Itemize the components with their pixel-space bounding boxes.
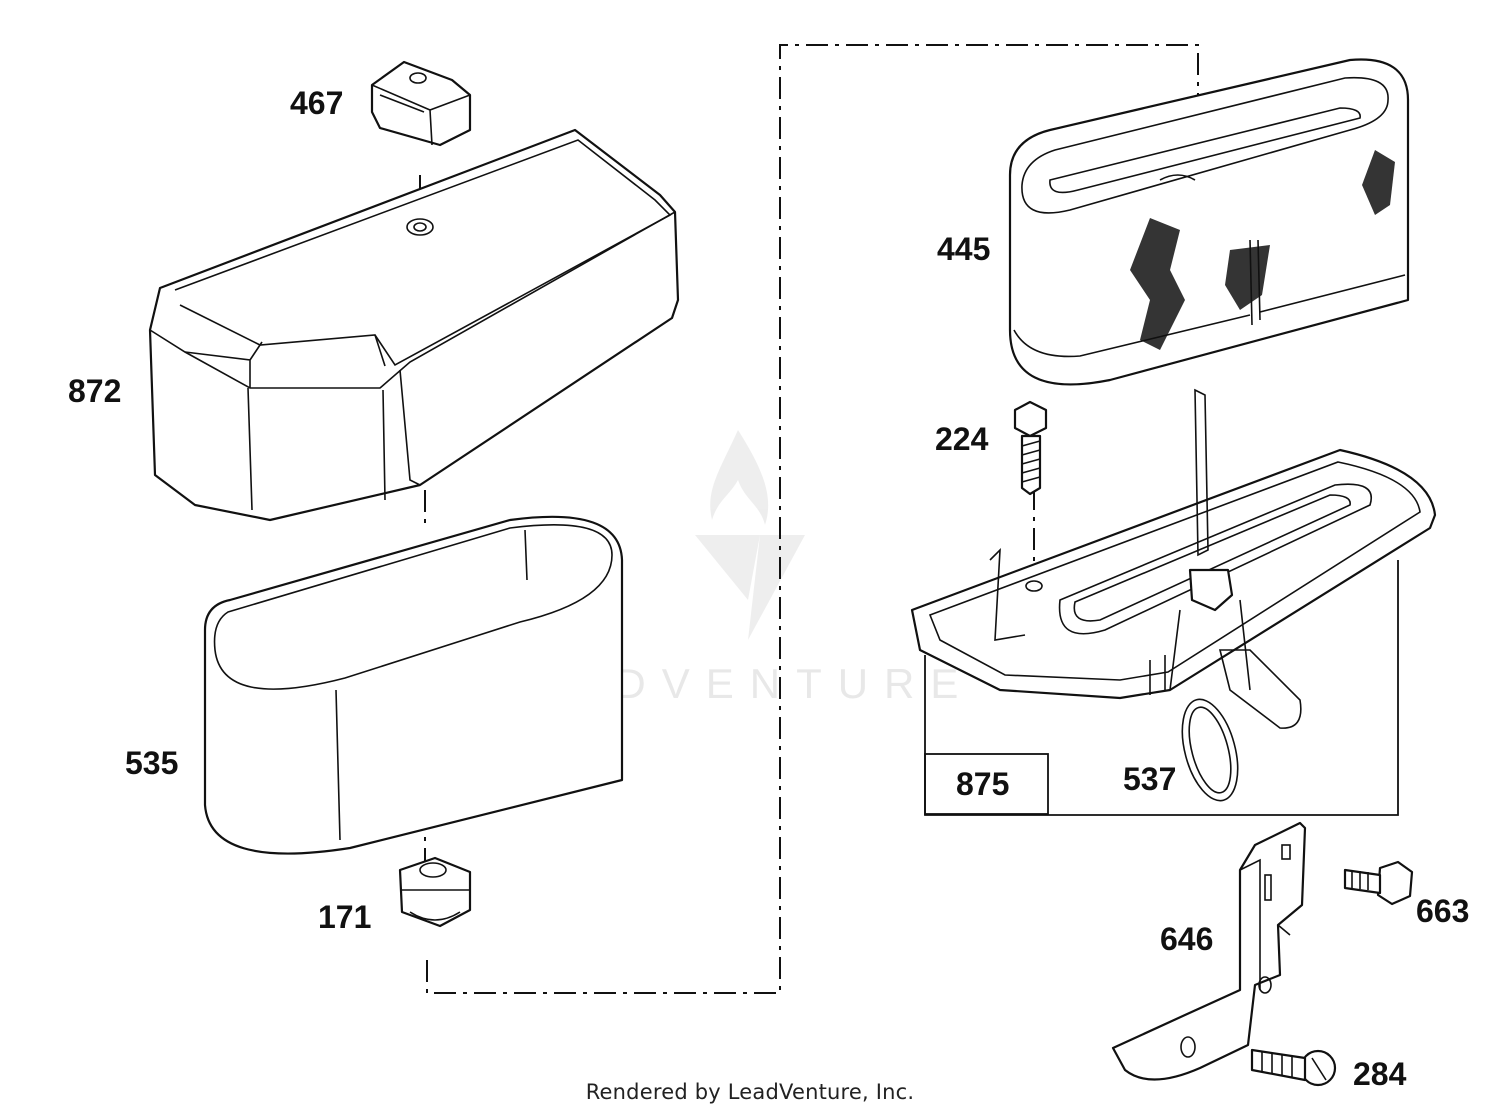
footer-credit: Rendered by LeadVenture, Inc. xyxy=(585,1080,915,1104)
callout-663: 663 xyxy=(1416,893,1469,929)
callout-445: 445 xyxy=(937,231,990,267)
part-445-filter xyxy=(1008,58,1410,386)
callout-467: 467 xyxy=(290,85,343,121)
part-646-bracket xyxy=(1111,821,1307,1081)
callout-537: 537 xyxy=(1123,761,1176,797)
callout-171: 171 xyxy=(318,899,371,935)
part-535-precleaner xyxy=(203,515,624,855)
part-663-screw xyxy=(1343,860,1414,906)
callout-872: 872 xyxy=(68,373,121,409)
part-224-screw xyxy=(1013,400,1048,496)
assembly-line xyxy=(426,44,1199,994)
part-875-base xyxy=(910,388,1437,802)
part-875-box xyxy=(924,560,1399,816)
part-467-knob xyxy=(370,60,472,147)
callout-875: 875 xyxy=(956,766,1009,802)
part-171-nut xyxy=(398,856,472,928)
part-284-screw xyxy=(1250,1048,1337,1087)
part-872-cover xyxy=(148,128,680,522)
callout-284: 284 xyxy=(1353,1056,1407,1092)
callout-224: 224 xyxy=(935,421,989,457)
callout-535: 535 xyxy=(125,745,178,781)
callout-646: 646 xyxy=(1160,921,1213,957)
